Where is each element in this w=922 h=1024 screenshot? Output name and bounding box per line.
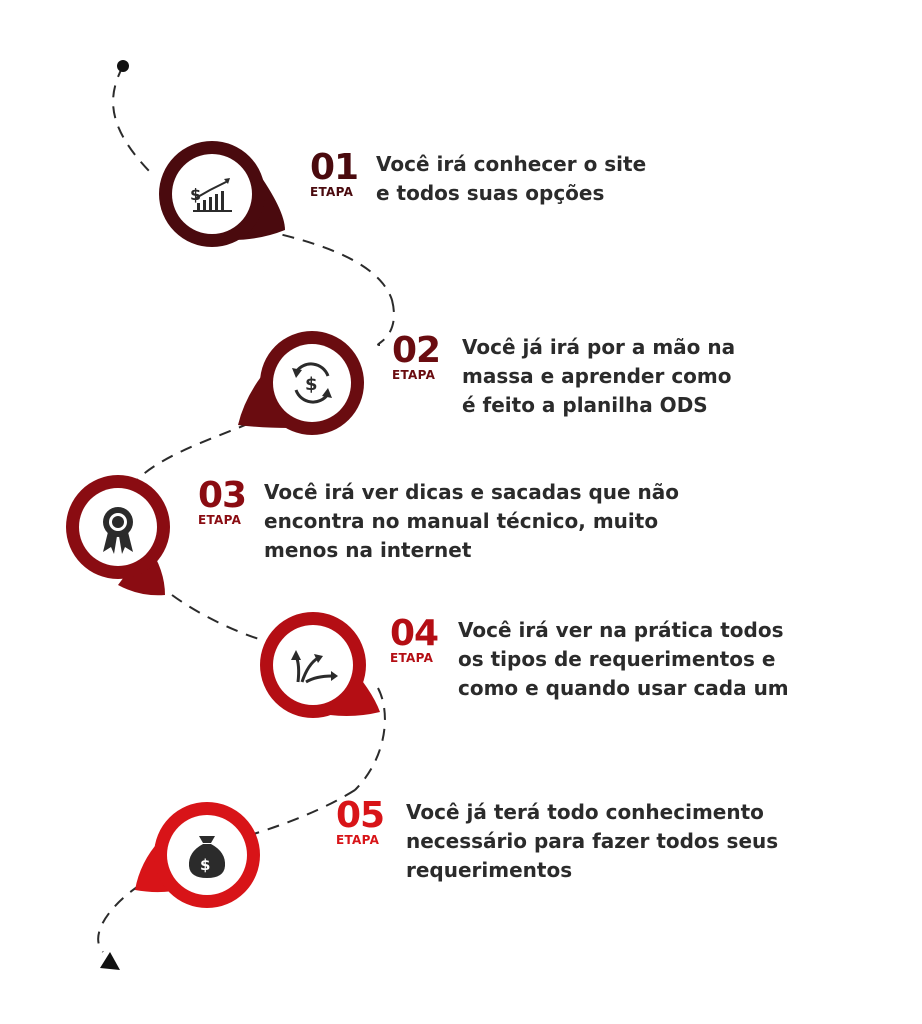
svg-text:$: $	[305, 374, 318, 395]
dashed-route-line	[97, 65, 395, 953]
step-1-pin: $	[159, 141, 285, 247]
step-number: 01	[310, 147, 359, 188]
path-start-dot	[117, 60, 129, 72]
step-description-line: como e quando usar cada um	[458, 676, 789, 700]
step-tag: ETAPA	[392, 368, 436, 382]
svg-text:$: $	[200, 856, 210, 874]
step-description: Você irá conhecer o site e todos suas op…	[376, 150, 646, 208]
step-tag: ETAPA	[390, 651, 434, 665]
dollar-growth-chart-icon: $	[190, 178, 232, 212]
step-description-line: necessário para fazer todos seus	[406, 829, 779, 853]
step-tag: ETAPA	[310, 185, 354, 199]
path-end-arrow	[100, 952, 120, 970]
step-description-line: é feito a planilha ODS	[462, 393, 708, 417]
step-number: 04	[390, 613, 439, 654]
step-description-line: Você irá ver dicas e sacadas que não	[264, 480, 680, 504]
step-description-line: Você irá conhecer o site	[376, 152, 647, 176]
dollar-refresh-icon: $	[292, 362, 332, 404]
step-2-pin: $	[238, 331, 364, 435]
step-description-line: Você já irá por a mão na	[462, 335, 736, 359]
step-description-line: e todos suas opções	[376, 181, 605, 205]
step-description: Você irá ver dicas e sacadas que não enc…	[264, 478, 679, 565]
step-description-line: massa e aprender como	[462, 364, 732, 388]
step-number: 03	[198, 475, 247, 516]
award-badge-icon	[103, 507, 133, 554]
step-description: Você já irá por a mão na massa e aprende…	[462, 333, 735, 420]
step-description-line: Você irá ver na prática todos	[458, 618, 784, 642]
money-bag-icon: $	[188, 836, 226, 878]
step-tag: ETAPA	[198, 513, 242, 527]
svg-text:$: $	[190, 185, 201, 204]
step-description-line: requerimentos	[406, 858, 573, 882]
step-description-line: menos na internet	[264, 538, 472, 562]
step-description-line: os tipos de requerimentos e	[458, 647, 776, 671]
step-3-pin	[66, 475, 170, 596]
diverging-arrows-icon	[291, 650, 338, 684]
step-description: Você irá ver na prática todos os tipos d…	[458, 616, 789, 703]
step-number: 02	[392, 330, 441, 371]
step-description: Você já terá todo conhecimento necessári…	[406, 798, 778, 885]
step-5-pin: $	[135, 802, 260, 908]
step-tag: ETAPA	[336, 833, 380, 847]
step-description-line: Você já terá todo conhecimento	[406, 800, 764, 824]
step-description-line: encontra no manual técnico, muito	[264, 509, 659, 533]
step-4-pin	[260, 612, 380, 718]
step-number: 05	[336, 795, 385, 836]
